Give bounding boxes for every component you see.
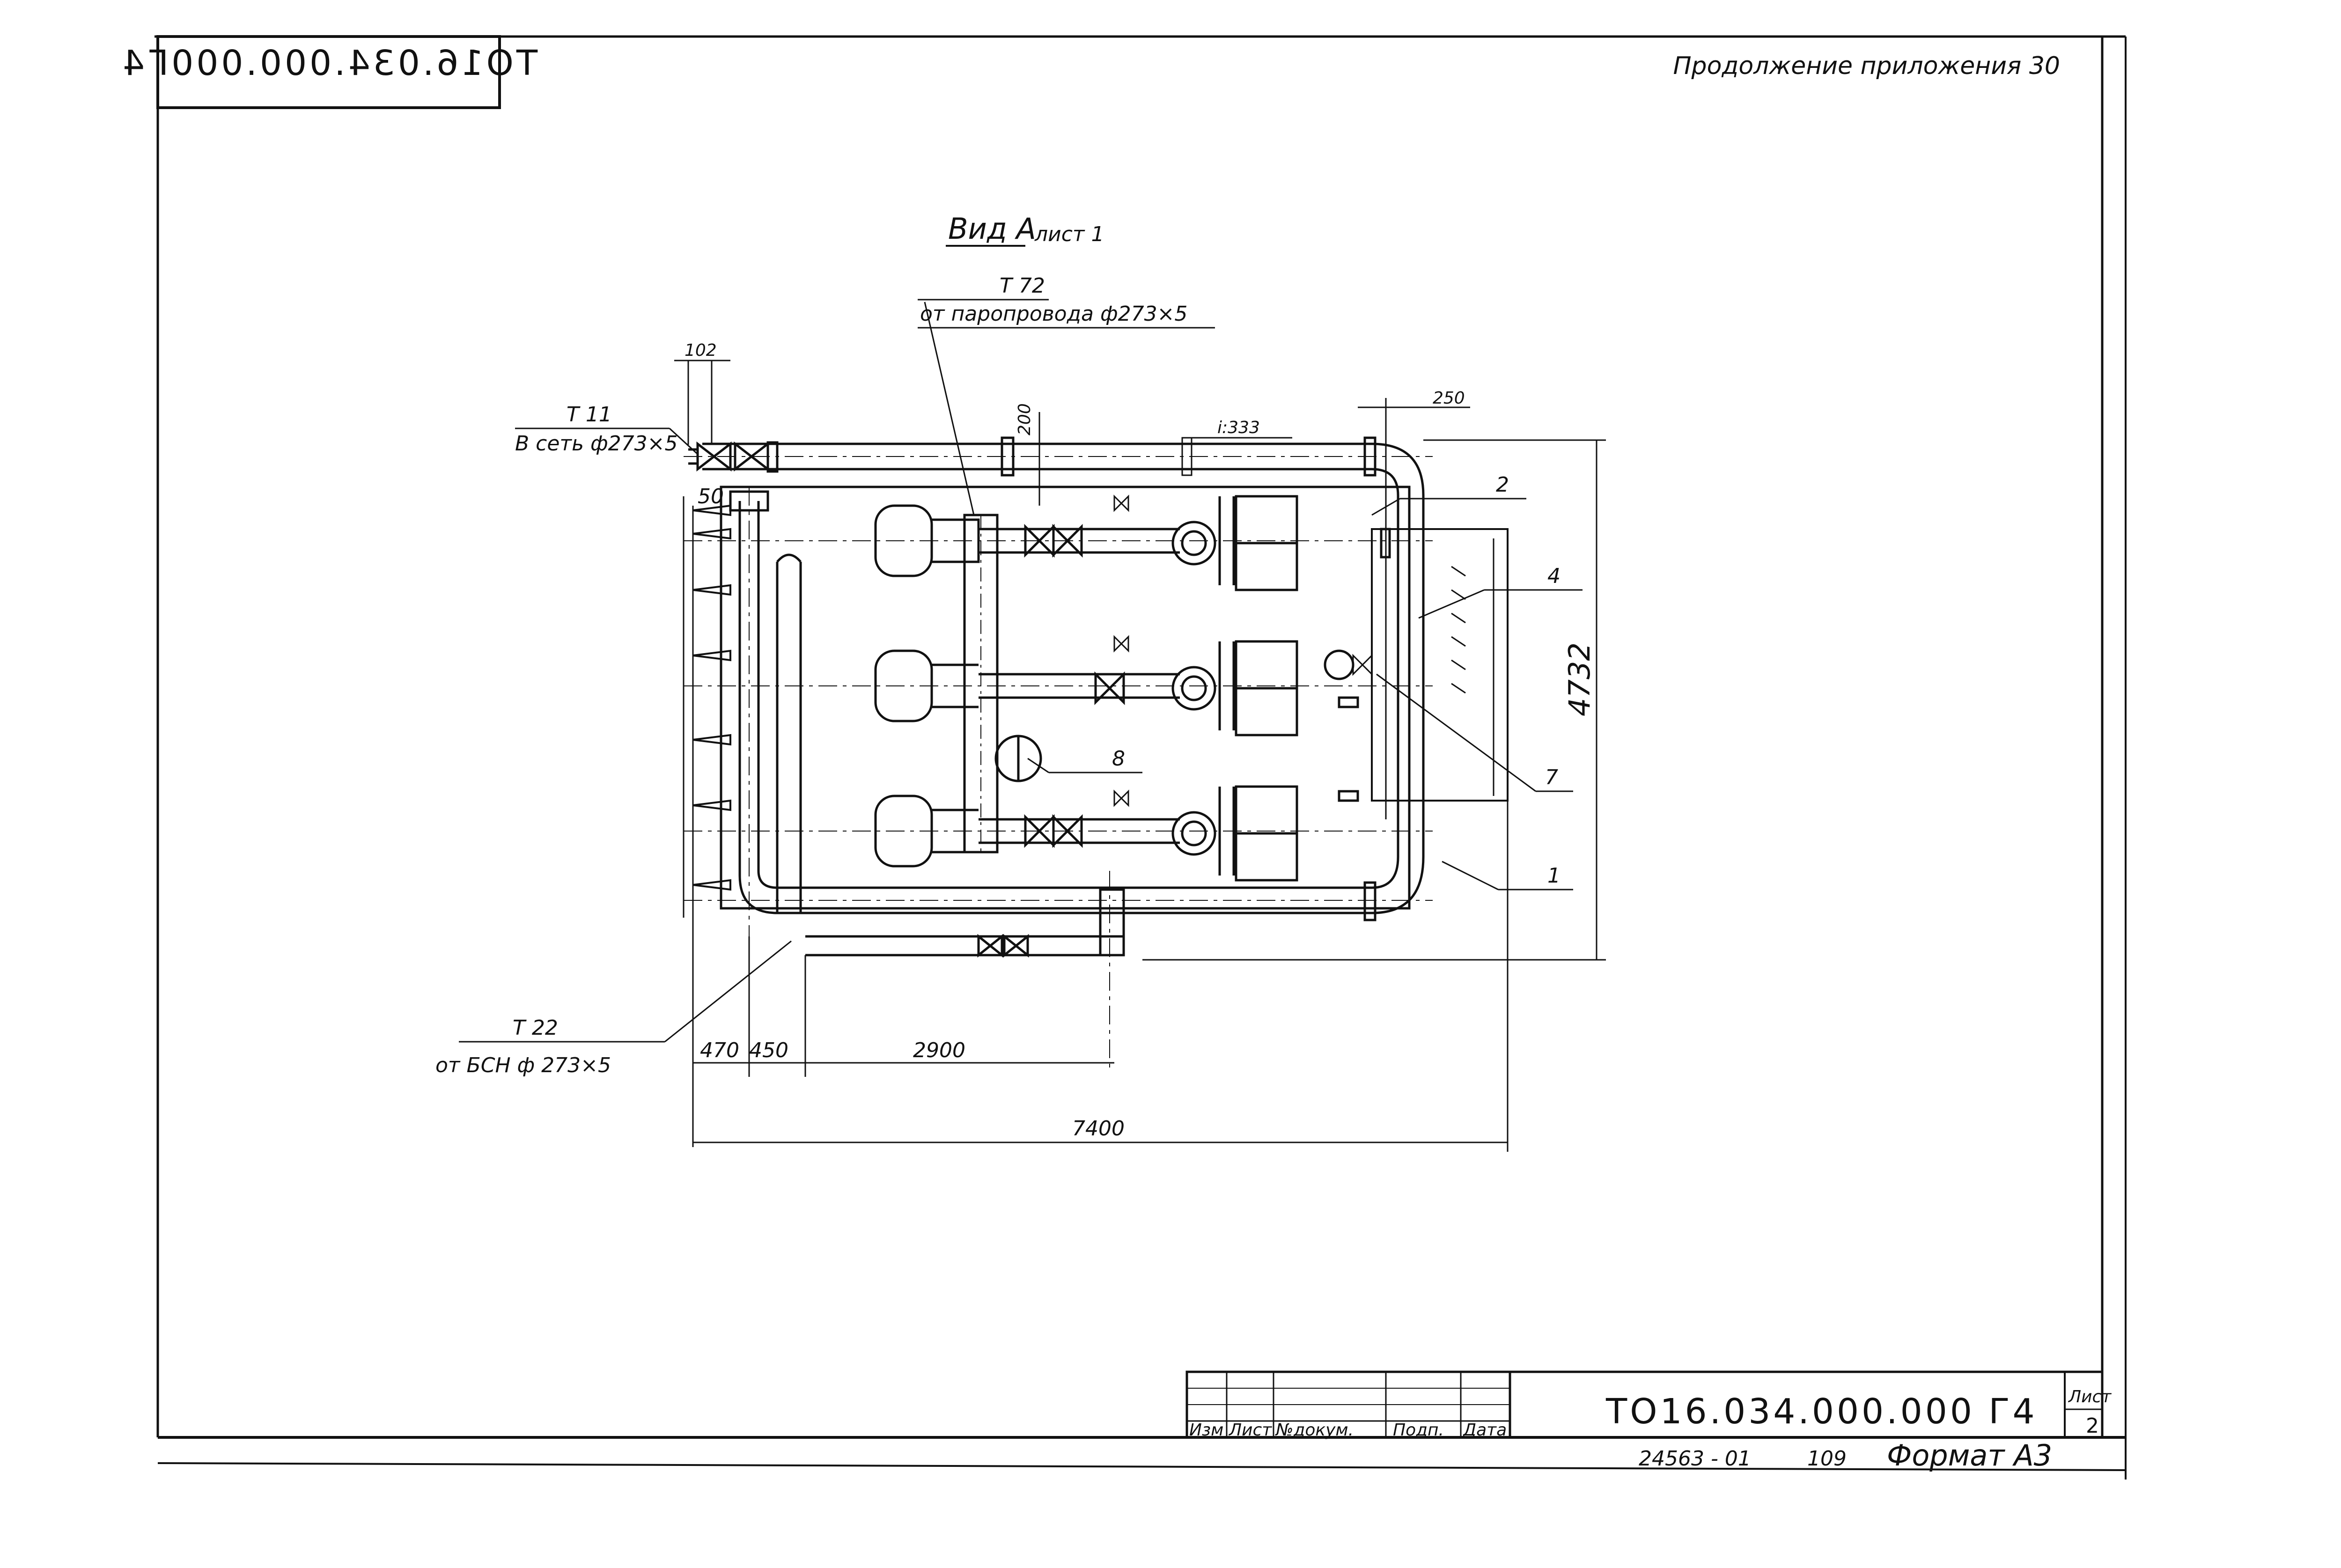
dim-4732: 4732 [1562, 642, 1597, 716]
pipe-layout [684, 436, 1509, 1067]
callouts [1027, 498, 1583, 891]
dim-2900: 2900 [913, 1038, 965, 1062]
callout-7: 7 [1545, 766, 1558, 789]
t11-destination: В сеть ф273×5 [515, 432, 677, 456]
dim-7400: 7400 [1072, 1117, 1125, 1141]
continuation-header: Продолжение приложения 30 [1673, 52, 2060, 80]
tb-col-doc: №докум. [1275, 1421, 1354, 1440]
platform-hatching [1451, 566, 1466, 694]
t72-label: Т 72 [1000, 274, 1045, 298]
dim-470: 470 [700, 1038, 739, 1062]
title-block [1185, 1370, 2104, 1439]
svg-text:ТО16.034.000.000Г4: ТО16.034.000.000Г4 [120, 43, 538, 83]
dim-450: 450 [749, 1038, 788, 1062]
dim-200: 200 [1015, 403, 1034, 435]
tb-sheet-label: Лист [2068, 1387, 2112, 1406]
t11-label: Т 11 [567, 403, 612, 427]
callout-4: 4 [1547, 564, 1561, 588]
heat-exchanger-3 [874, 785, 1298, 882]
t11-label-group: Т 11 В сеть ф273×5 [515, 403, 699, 456]
t72-label-group: Т 72 от паропровода ф273×5 [918, 274, 1215, 515]
t72-source: от паропровода ф273×5 [920, 302, 1187, 326]
tb-col-list: Лист [1228, 1421, 1272, 1440]
dim-50: 50 [698, 485, 724, 508]
tb-col-izm: Изм [1189, 1421, 1223, 1440]
sheet-frame [155, 35, 2127, 1480]
archive-number: 24563 - 01 [1639, 1447, 1751, 1471]
t22-label: Т 22 [513, 1016, 558, 1040]
view-sheet-ref: лист 1 [1034, 222, 1104, 246]
callout-8: 8 [1112, 747, 1125, 771]
t22-label-group: Т 22 от БСН ф 273×5 [435, 940, 792, 1077]
t22-source: от БСН ф 273×5 [435, 1053, 611, 1077]
archive-page: 109 [1807, 1447, 1847, 1471]
dimension-lines [674, 360, 1606, 1152]
callout-2: 2 [1496, 473, 1509, 497]
heat-exchanger-2 [874, 640, 1298, 736]
dim-250: 250 [1433, 389, 1465, 408]
slope-note: i:333 [1217, 418, 1260, 437]
view-title: Вид А лист 1 [946, 212, 1104, 247]
paper-format: Формат А3 [1887, 1438, 2052, 1472]
tb-sheet-number: 2 [2086, 1414, 2099, 1438]
tb-col-date: Дата [1462, 1421, 1507, 1440]
heat-exchanger-1 [874, 495, 1298, 591]
callout-1: 1 [1547, 864, 1561, 888]
dim-102: 102 [685, 341, 717, 360]
tb-col-sign: Подп. [1393, 1421, 1444, 1440]
mirrored-code-stamp: ТО16.034.000.000Г4 [120, 43, 538, 83]
tb-doc-code: ТО16.034.000.000 Г4 [1605, 1391, 2038, 1432]
view-title-text: Вид А [948, 212, 1036, 246]
